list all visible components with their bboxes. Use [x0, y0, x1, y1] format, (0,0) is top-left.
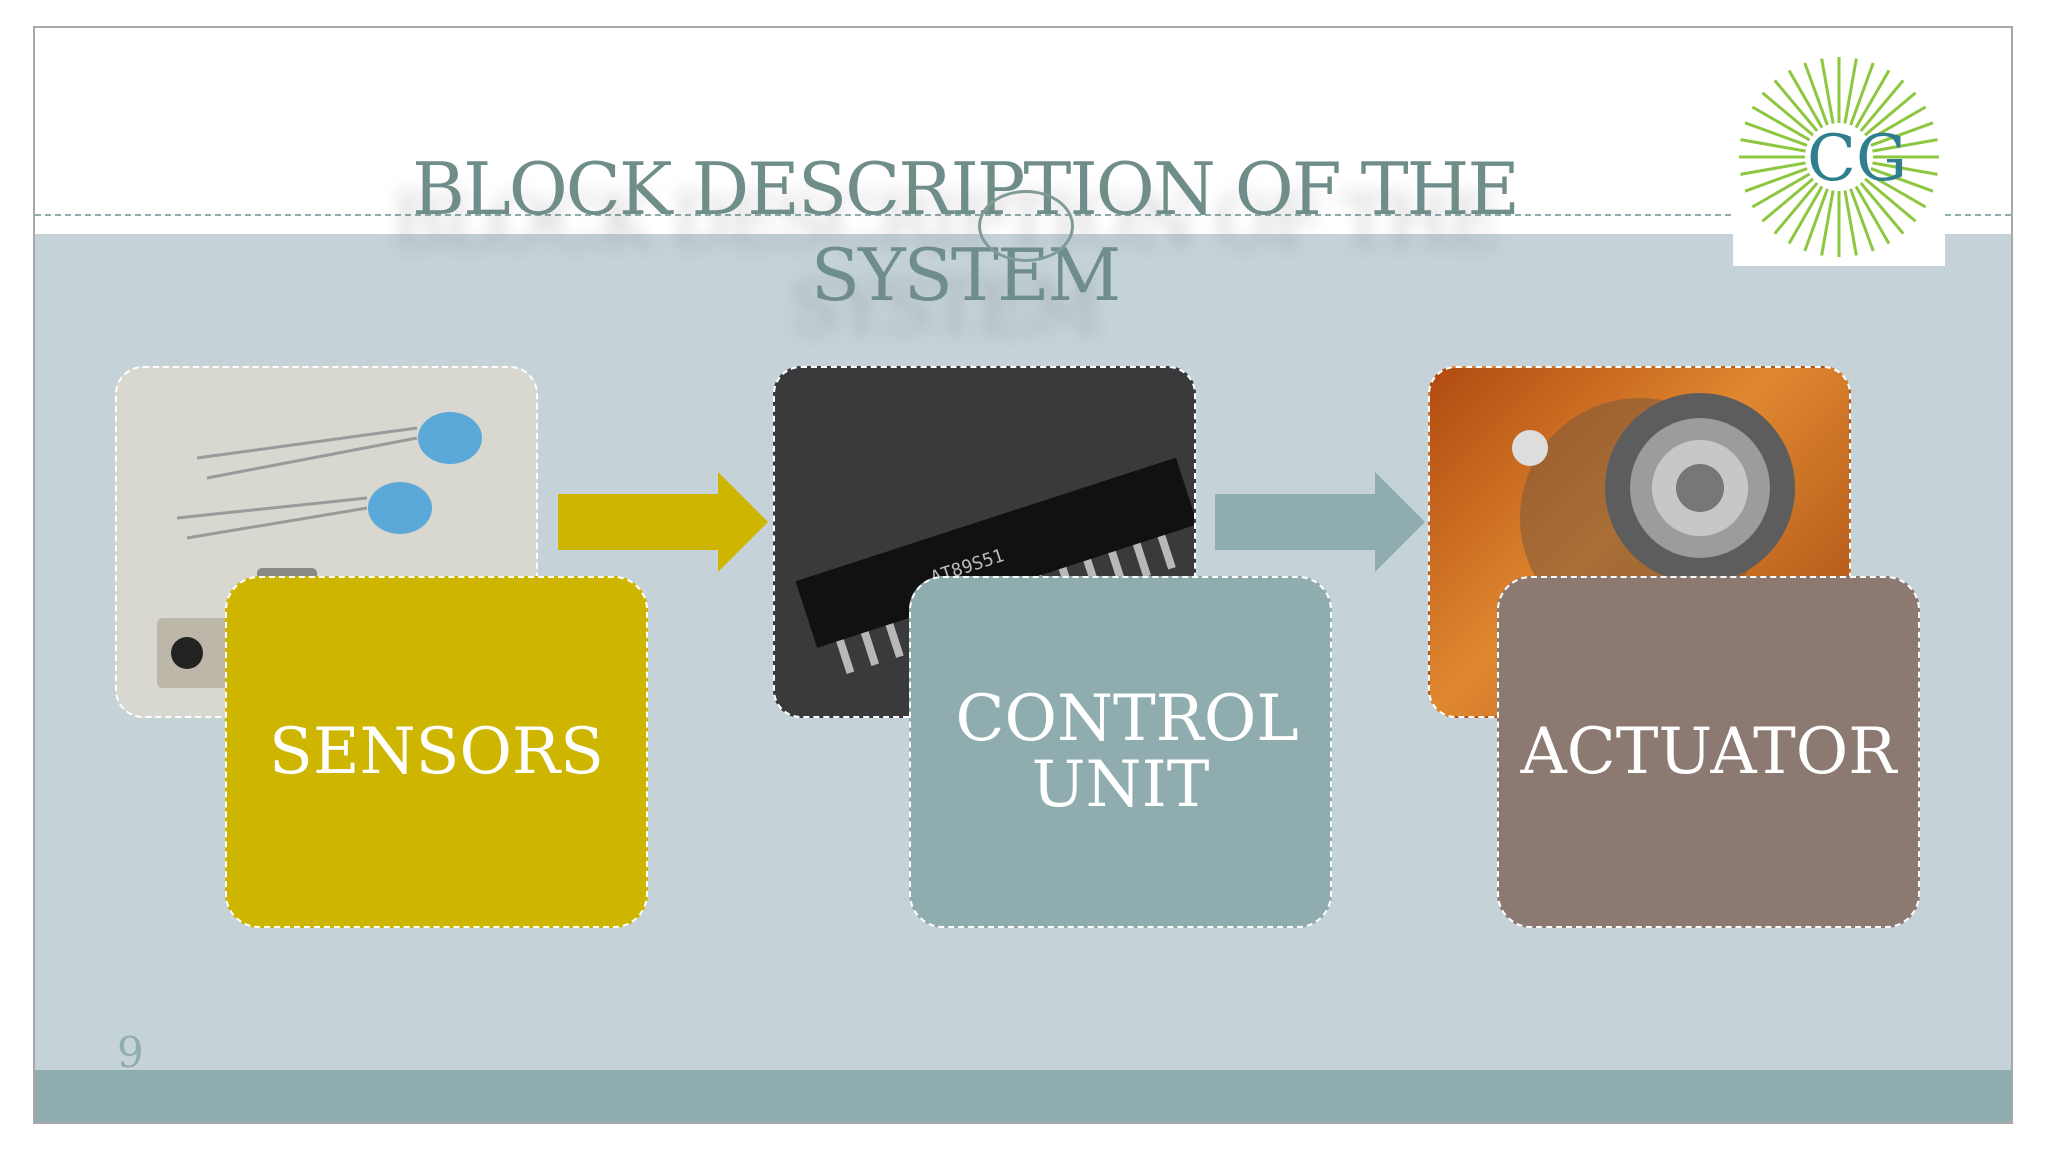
sunburst-logo-icon: CG	[1739, 57, 1939, 257]
footer-bar	[35, 1070, 2011, 1122]
block-sensors: SENSORS	[225, 576, 648, 928]
logo-letters: CG	[1807, 122, 1907, 196]
slide-title: BLOCK DESCRIPTION OF THE SYSTEM	[412, 147, 1520, 317]
block-actuator: ACTUATOR	[1497, 576, 1920, 928]
block-label: SENSORS	[269, 715, 604, 789]
block-label: CONTROL UNIT	[955, 682, 1299, 822]
slide: BLOCK DESCRIPTION OF THE SYSTEM CG 9 AT8…	[33, 26, 2013, 1124]
arrow-right-icon	[558, 472, 768, 572]
page-number: 9	[117, 1028, 144, 1077]
logo: CG	[1733, 52, 1945, 266]
title-highlight-oval	[978, 190, 1074, 262]
block-label: ACTUATOR	[1520, 715, 1897, 789]
arrow-right-icon	[1215, 472, 1425, 572]
block-control-unit: CONTROL UNIT	[909, 576, 1332, 928]
